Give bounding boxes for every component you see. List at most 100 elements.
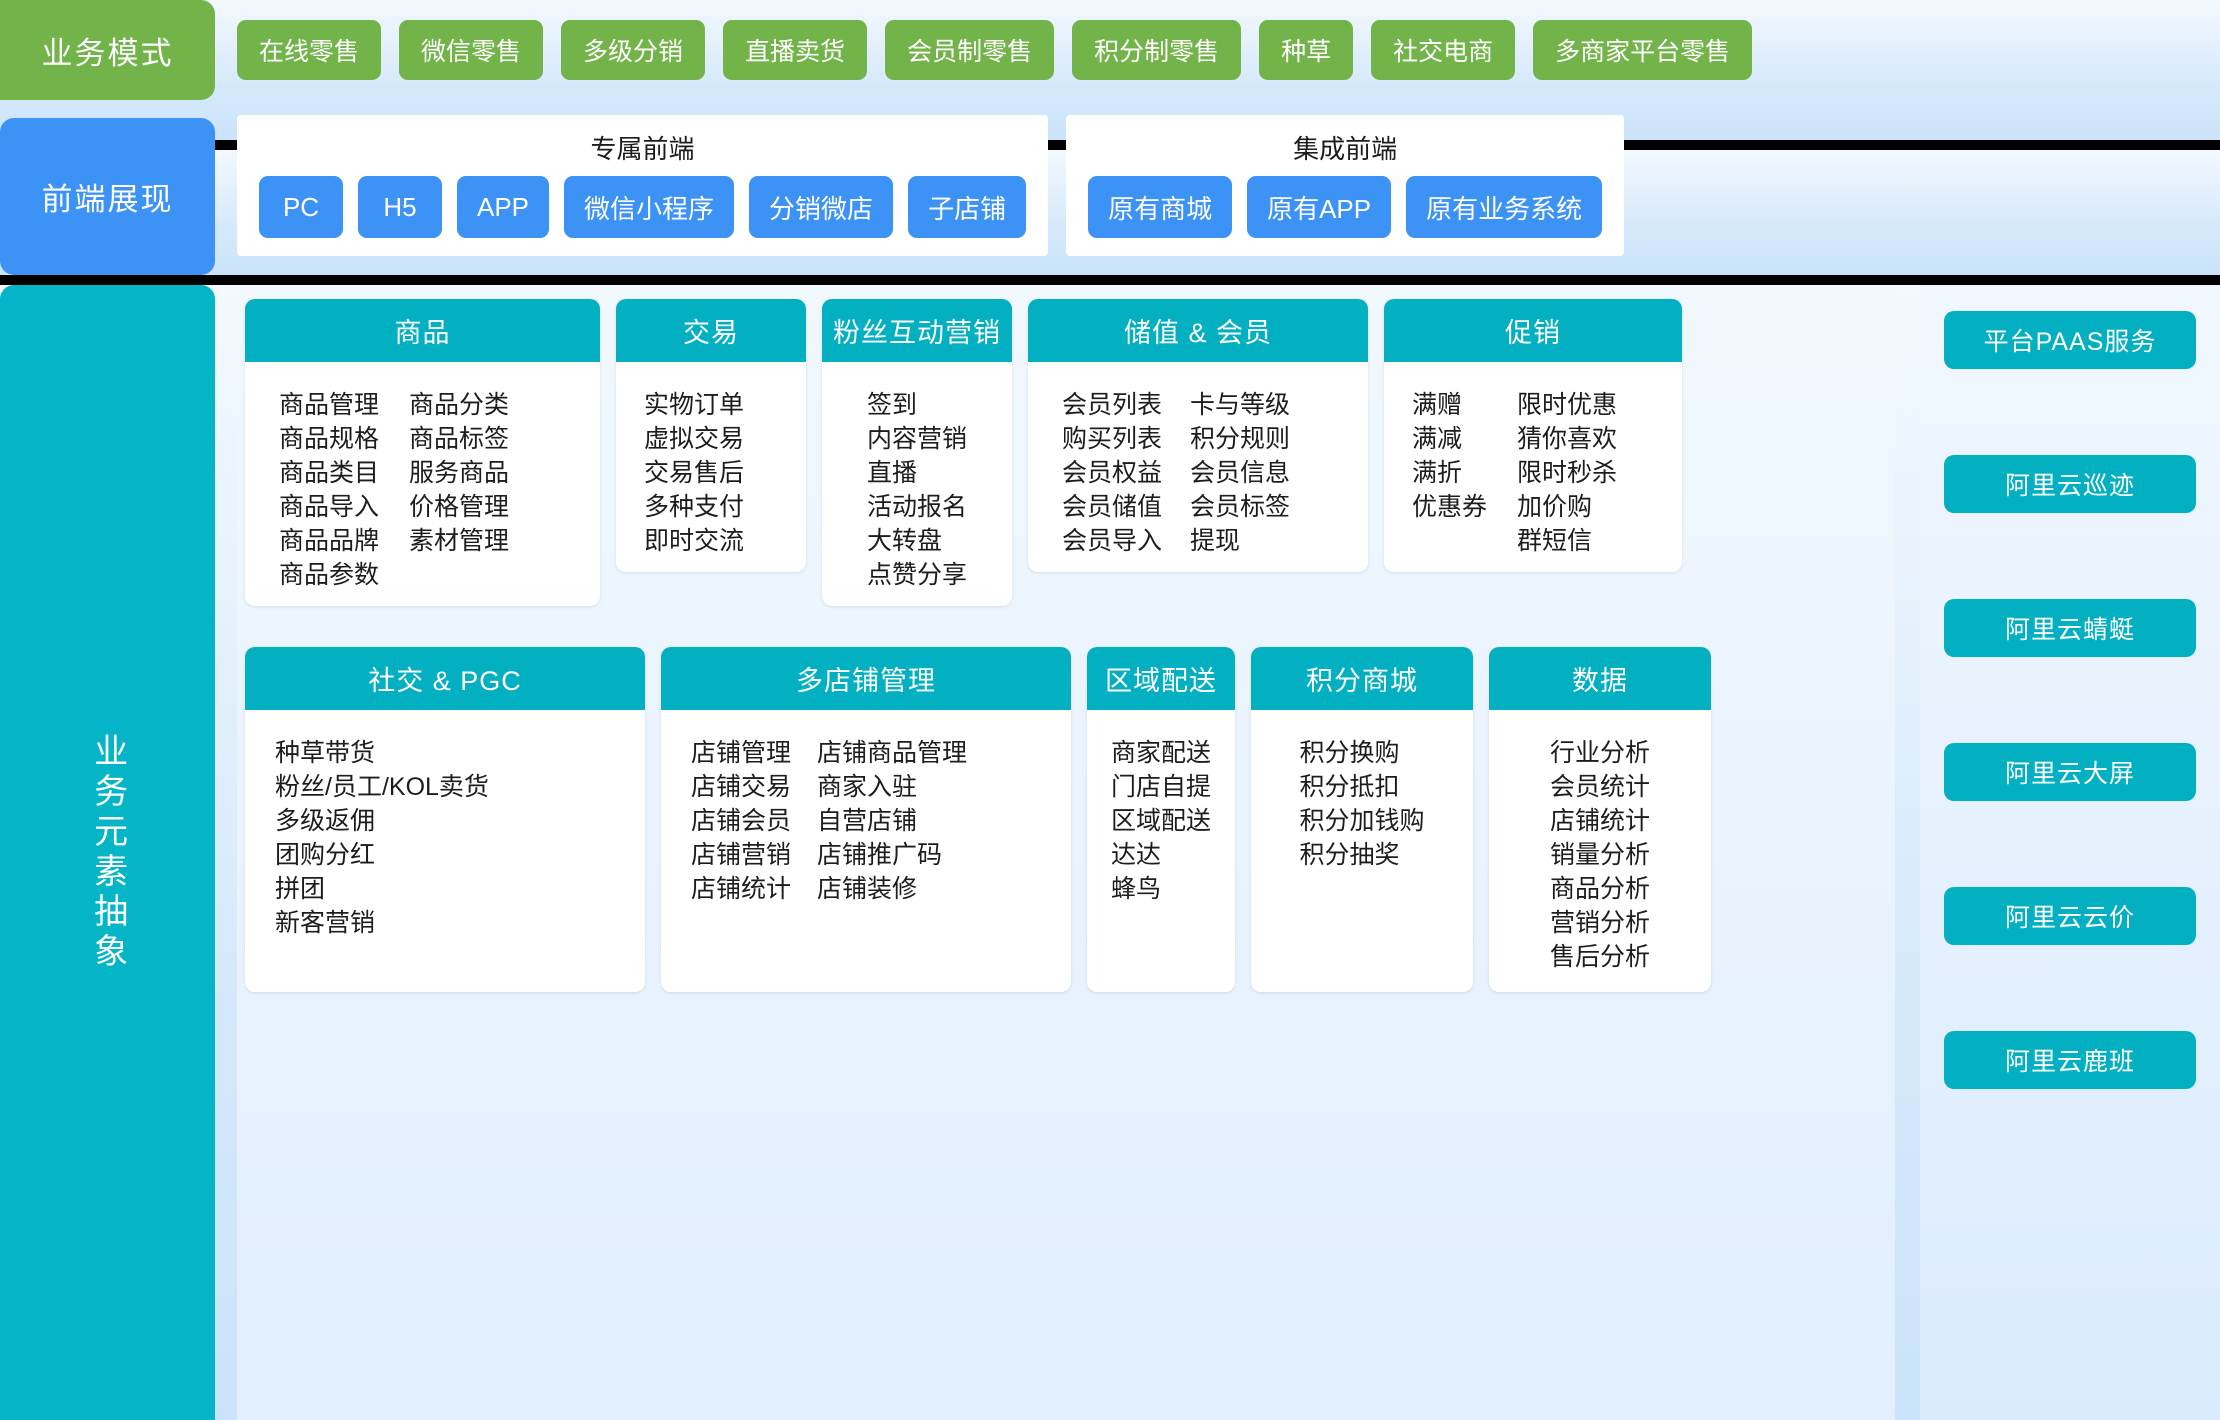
module-item[interactable]: 店铺管理 bbox=[691, 736, 791, 770]
module-item[interactable]: 蜂鸟 bbox=[1111, 872, 1211, 906]
module-item[interactable]: 行业分析 bbox=[1550, 736, 1650, 770]
module-item[interactable]: 积分抵扣 bbox=[1299, 770, 1424, 804]
module-item[interactable]: 种草带货 bbox=[275, 736, 489, 770]
paas-service-chip[interactable]: 阿里云大屏 bbox=[1944, 743, 2196, 801]
module-item[interactable]: 店铺推广码 bbox=[817, 838, 967, 872]
module-item[interactable]: 会员信息 bbox=[1190, 456, 1290, 490]
module-item[interactable]: 实物订单 bbox=[644, 388, 744, 422]
frontend-chip[interactable]: 子店铺 bbox=[908, 176, 1026, 238]
module-item[interactable]: 会员储值 bbox=[1062, 490, 1162, 524]
frontend-chip[interactable]: PC bbox=[259, 176, 343, 238]
module-item[interactable]: 内容营销 bbox=[867, 422, 967, 456]
module-item[interactable]: 自营店铺 bbox=[817, 804, 967, 838]
module-item[interactable]: 价格管理 bbox=[409, 490, 509, 524]
module-item[interactable]: 门店自提 bbox=[1111, 770, 1211, 804]
module-item[interactable]: 商品品牌 bbox=[279, 524, 379, 558]
module-item[interactable]: 提现 bbox=[1190, 524, 1290, 558]
paas-service-chip[interactable]: 阿里云蜻蜓 bbox=[1944, 599, 2196, 657]
module-item[interactable]: 购买列表 bbox=[1062, 422, 1162, 456]
module-item[interactable]: 营销分析 bbox=[1550, 906, 1650, 940]
module-item[interactable]: 活动报名 bbox=[867, 490, 967, 524]
module-item[interactable]: 猜你喜欢 bbox=[1517, 422, 1617, 456]
frontend-chip[interactable]: H5 bbox=[358, 176, 442, 238]
module-item[interactable]: 商品导入 bbox=[279, 490, 379, 524]
paas-service-chip[interactable]: 阿里云鹿班 bbox=[1944, 1031, 2196, 1089]
business-mode-chip[interactable]: 积分制零售 bbox=[1072, 20, 1241, 80]
module-item[interactable]: 签到 bbox=[867, 388, 967, 422]
module-item[interactable]: 会员统计 bbox=[1550, 770, 1650, 804]
module-item[interactable]: 店铺会员 bbox=[691, 804, 791, 838]
module-item[interactable]: 积分加钱购 bbox=[1299, 804, 1424, 838]
frontend-chip[interactable]: 原有APP bbox=[1247, 176, 1391, 238]
module-item[interactable]: 会员标签 bbox=[1190, 490, 1290, 524]
module-item[interactable]: 满减 bbox=[1412, 422, 1487, 456]
module-item[interactable]: 商家配送 bbox=[1111, 736, 1211, 770]
module-item[interactable]: 商品管理 bbox=[279, 388, 379, 422]
business-mode-chip[interactable]: 在线零售 bbox=[237, 20, 381, 80]
module-item[interactable]: 限时优惠 bbox=[1517, 388, 1617, 422]
module-item[interactable]: 积分抽奖 bbox=[1299, 838, 1424, 872]
module-item[interactable]: 店铺营销 bbox=[691, 838, 791, 872]
module-item[interactable]: 店铺统计 bbox=[1550, 804, 1650, 838]
frontend-chip[interactable]: APP bbox=[457, 176, 549, 238]
module-item[interactable]: 会员导入 bbox=[1062, 524, 1162, 558]
paas-service-chip[interactable]: 平台PAAS服务 bbox=[1944, 311, 2196, 369]
business-mode-chip[interactable]: 多级分销 bbox=[561, 20, 705, 80]
module-item[interactable]: 积分规则 bbox=[1190, 422, 1290, 456]
module-item[interactable]: 店铺统计 bbox=[691, 872, 791, 906]
module-item[interactable]: 大转盘 bbox=[867, 524, 967, 558]
module-item[interactable]: 销量分析 bbox=[1550, 838, 1650, 872]
module-item[interactable]: 商品规格 bbox=[279, 422, 379, 456]
module-item[interactable]: 商品分类 bbox=[409, 388, 509, 422]
module-item[interactable]: 拼团 bbox=[275, 872, 489, 906]
business-mode-chip[interactable]: 直播卖货 bbox=[723, 20, 867, 80]
module-item[interactable]: 满赠 bbox=[1412, 388, 1487, 422]
module-item[interactable]: 多级返佣 bbox=[275, 804, 489, 838]
module-item[interactable]: 满折 bbox=[1412, 456, 1487, 490]
module-item[interactable]: 卡与等级 bbox=[1190, 388, 1290, 422]
business-mode-chip[interactable]: 多商家平台零售 bbox=[1533, 20, 1752, 80]
frontend-chip[interactable]: 原有业务系统 bbox=[1406, 176, 1602, 238]
module-item[interactable]: 优惠券 bbox=[1412, 490, 1487, 524]
paas-service-chip[interactable]: 阿里云云价 bbox=[1944, 887, 2196, 945]
module-item[interactable]: 多种支付 bbox=[644, 490, 744, 524]
frontend-chip[interactable]: 原有商城 bbox=[1088, 176, 1232, 238]
module-item[interactable]: 商品分析 bbox=[1550, 872, 1650, 906]
module-card-title: 积分商城 bbox=[1251, 647, 1473, 710]
frontend-chip[interactable]: 微信小程序 bbox=[564, 176, 734, 238]
module-item[interactable]: 交易售后 bbox=[644, 456, 744, 490]
module-item[interactable]: 积分换购 bbox=[1299, 736, 1424, 770]
module-item[interactable]: 店铺商品管理 bbox=[817, 736, 967, 770]
module-item[interactable]: 店铺装修 bbox=[817, 872, 967, 906]
module-item[interactable]: 服务商品 bbox=[409, 456, 509, 490]
module-item[interactable]: 店铺交易 bbox=[691, 770, 791, 804]
business-mode-chip[interactable]: 微信零售 bbox=[399, 20, 543, 80]
module-item[interactable]: 粉丝/员工/KOL卖货 bbox=[275, 770, 489, 804]
module-item[interactable]: 虚拟交易 bbox=[644, 422, 744, 456]
business-mode-chip[interactable]: 会员制零售 bbox=[885, 20, 1054, 80]
module-item[interactable]: 达达 bbox=[1111, 838, 1211, 872]
module-item[interactable]: 即时交流 bbox=[644, 524, 744, 558]
module-item[interactable]: 团购分红 bbox=[275, 838, 489, 872]
frontend-chip[interactable]: 分销微店 bbox=[749, 176, 893, 238]
business-mode-chip[interactable]: 社交电商 bbox=[1371, 20, 1515, 80]
module-item[interactable]: 加价购 bbox=[1517, 490, 1617, 524]
module-item[interactable]: 区域配送 bbox=[1111, 804, 1211, 838]
module-item[interactable]: 群短信 bbox=[1517, 524, 1617, 558]
module-item[interactable]: 限时秒杀 bbox=[1517, 456, 1617, 490]
paas-service-chip[interactable]: 阿里云巡迹 bbox=[1944, 455, 2196, 513]
module-item-column: 商家配送门店自提区域配送达达蜂鸟 bbox=[1111, 736, 1211, 978]
module-item[interactable]: 商品标签 bbox=[409, 422, 509, 456]
module-item[interactable]: 会员列表 bbox=[1062, 388, 1162, 422]
module-item[interactable]: 直播 bbox=[867, 456, 967, 490]
module-item[interactable]: 商品类目 bbox=[279, 456, 379, 490]
module-item[interactable]: 商家入驻 bbox=[817, 770, 967, 804]
module-item[interactable]: 点赞分享 bbox=[867, 558, 967, 592]
module-item[interactable]: 商品参数 bbox=[279, 558, 379, 592]
module-item[interactable]: 新客营销 bbox=[275, 906, 489, 940]
module-item[interactable]: 售后分析 bbox=[1550, 940, 1650, 974]
module-item[interactable]: 会员权益 bbox=[1062, 456, 1162, 490]
business-mode-chip[interactable]: 种草 bbox=[1259, 20, 1353, 80]
module-item-column: 限时优惠猜你喜欢限时秒杀加价购群短信 bbox=[1517, 388, 1617, 558]
module-item[interactable]: 素材管理 bbox=[409, 524, 509, 558]
